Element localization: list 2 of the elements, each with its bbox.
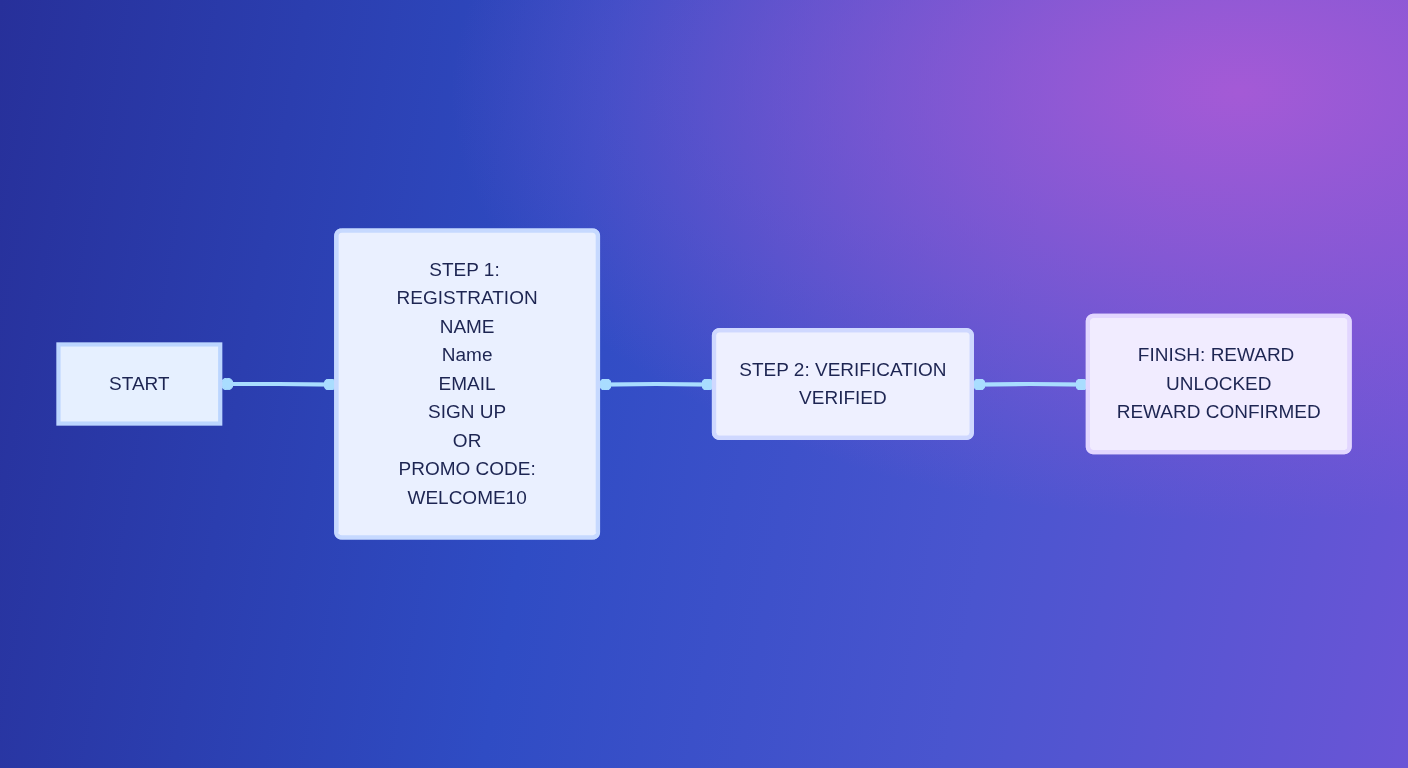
node-box: START (56, 342, 223, 426)
connector (972, 378, 1089, 391)
